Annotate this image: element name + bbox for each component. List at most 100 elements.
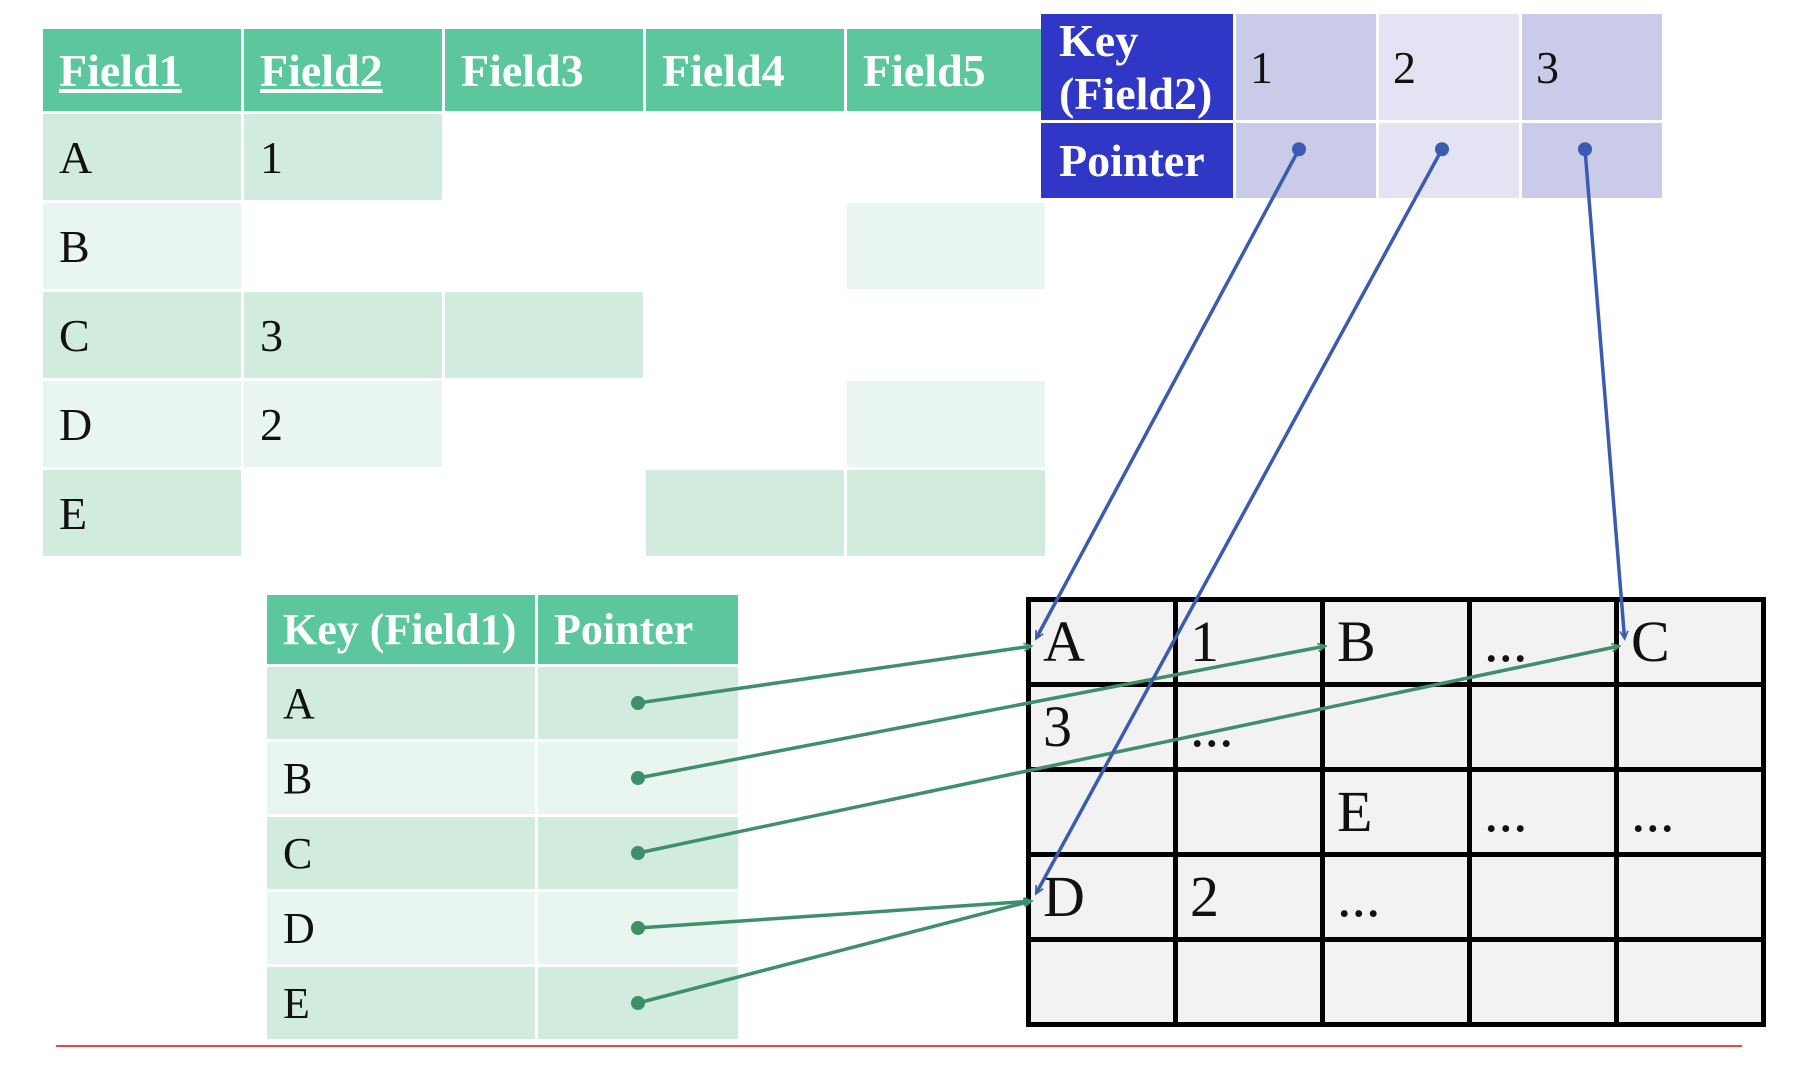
cell-field1: C [43, 292, 241, 378]
storage-cell: 3 [1026, 682, 1178, 772]
cell-field5 [847, 292, 1045, 378]
header-field3: Field3 [445, 29, 643, 111]
cell-field2 [244, 470, 442, 556]
cell-field3 [445, 203, 643, 289]
field2-pointer-arrow [1034, 148, 1301, 641]
header-field2: Field2 [244, 29, 442, 111]
storage-cell: B [1320, 597, 1472, 687]
cell-field1: A [43, 114, 241, 200]
storage-row: 3 ... [1026, 682, 1766, 772]
storage-cell [1614, 682, 1766, 772]
field2-key-row: Key (Field2) 1 2 3 [1041, 14, 1662, 120]
field2-key-cell: 2 [1379, 14, 1519, 120]
field1-key-cell: B [267, 742, 535, 814]
header-field4: Field4 [646, 29, 844, 111]
cell-field2: 2 [244, 381, 442, 467]
storage-cell [1320, 682, 1472, 772]
field1-index-table: Key (Field1) Pointer A B C D E [264, 592, 741, 1042]
field1-index-row: C [267, 817, 738, 889]
cell-field1: B [43, 203, 241, 289]
storage-cell [1467, 852, 1619, 942]
storage-cell: ... [1320, 852, 1472, 942]
storage-cell [1320, 937, 1472, 1027]
field1-key-cell: D [267, 892, 535, 964]
relation-row: E [43, 470, 1045, 556]
storage-cell: 2 [1173, 852, 1325, 942]
field1-index-row: D [267, 892, 738, 964]
storage-cell [1467, 682, 1619, 772]
storage-cell [1026, 767, 1178, 857]
field2-index-table: Key (Field2) 1 2 3 Pointer [1038, 11, 1665, 201]
storage-grid: A 1 B ... C 3 ... E ... ... D 2 ... [1026, 597, 1766, 1027]
field2-pointer-arrow [1583, 149, 1629, 641]
relation-row: C 3 [43, 292, 1045, 378]
field1-pointer-cell [538, 817, 738, 889]
header-field5: Field5 [847, 29, 1045, 111]
relation-row: B [43, 203, 1045, 289]
field2-key-cell: 3 [1522, 14, 1662, 120]
field1-pointer-cell [538, 967, 738, 1039]
field1-index-header-row: Key (Field1) Pointer [267, 595, 738, 664]
field2-pointer-header: Pointer [1041, 123, 1233, 198]
field2-key-header: Key (Field2) [1041, 14, 1233, 120]
cell-field2: 1 [244, 114, 442, 200]
cell-field4 [646, 203, 844, 289]
field1-pointer-cell [538, 892, 738, 964]
field1-index-row: A [267, 667, 738, 739]
relation-row: D 2 [43, 381, 1045, 467]
cell-field3 [445, 292, 643, 378]
storage-row: D 2 ... [1026, 852, 1766, 942]
storage-cell: A [1026, 597, 1178, 687]
storage-cell: E [1320, 767, 1472, 857]
header-field1: Field1 [43, 29, 241, 111]
cell-field3 [445, 470, 643, 556]
relation-header-row: Field1 Field2 Field3 Field4 Field5 [43, 29, 1045, 111]
storage-cell: D [1026, 852, 1178, 942]
cell-field1: D [43, 381, 241, 467]
storage-row [1026, 937, 1766, 1027]
storage-cell [1614, 852, 1766, 942]
storage-cell: 1 [1173, 597, 1325, 687]
field2-pointer-cell [1236, 123, 1376, 198]
storage-cell [1026, 937, 1178, 1027]
cell-field4 [646, 292, 844, 378]
storage-row: A 1 B ... C [1026, 597, 1766, 687]
storage-cell [1467, 937, 1619, 1027]
cell-field5 [847, 470, 1045, 556]
cell-field2 [244, 203, 442, 289]
field1-index-row: E [267, 967, 738, 1039]
relation-row: A 1 [43, 114, 1045, 200]
cell-field5 [847, 203, 1045, 289]
field2-pointer-cell [1522, 123, 1662, 198]
field1-pointer-cell [538, 742, 738, 814]
field1-key-cell: A [267, 667, 535, 739]
storage-cell: ... [1467, 767, 1619, 857]
cell-field4 [646, 114, 844, 200]
cell-field5 [847, 114, 1045, 200]
cell-field2: 3 [244, 292, 442, 378]
storage-cell: C [1614, 597, 1766, 687]
storage-cell [1173, 937, 1325, 1027]
cell-field4 [646, 381, 844, 467]
field2-pointer-row: Pointer [1041, 123, 1662, 198]
storage-cell [1614, 937, 1766, 1027]
storage-cell [1173, 767, 1325, 857]
field1-pointer-header: Pointer [538, 595, 738, 664]
storage-cell: ... [1614, 767, 1766, 857]
field2-pointer-cell [1379, 123, 1519, 198]
cell-field5 [847, 381, 1045, 467]
cell-field1: E [43, 470, 241, 556]
cell-field3 [445, 114, 643, 200]
field1-key-cell: E [267, 967, 535, 1039]
bottom-rule-divider [56, 1045, 1742, 1047]
field1-key-header: Key (Field1) [267, 595, 535, 664]
cell-field4 [646, 470, 844, 556]
field1-key-cell: C [267, 817, 535, 889]
storage-cell: ... [1173, 682, 1325, 772]
storage-cell: ... [1467, 597, 1619, 687]
field2-key-cell: 1 [1236, 14, 1376, 120]
cell-field3 [445, 381, 643, 467]
field1-pointer-cell [538, 667, 738, 739]
relation-table: Field1 Field2 Field3 Field4 Field5 A 1 B… [40, 26, 1048, 559]
field1-index-row: B [267, 742, 738, 814]
